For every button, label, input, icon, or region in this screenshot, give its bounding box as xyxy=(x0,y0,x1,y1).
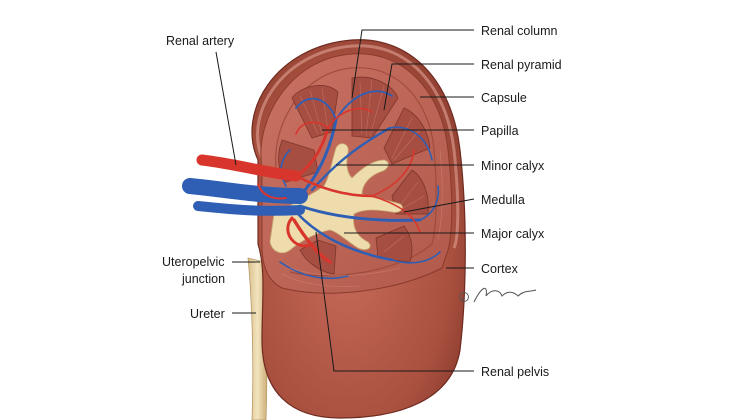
cortex-texture xyxy=(281,149,443,287)
artist-signature: c xyxy=(459,287,537,303)
svg-text:c: c xyxy=(462,296,465,303)
leader-lines xyxy=(215,29,475,372)
label-major-calyx: Major calyx xyxy=(481,227,545,241)
renal-arteries xyxy=(196,107,421,264)
label-medulla: Medulla xyxy=(481,193,525,207)
label-cortex: Cortex xyxy=(481,262,519,276)
label-junction: junction xyxy=(181,272,225,286)
label-ureter: Ureter xyxy=(190,307,225,321)
label-renal-artery: Renal artery xyxy=(166,34,235,48)
label-uteropelvic: Uteropelvic xyxy=(162,255,225,269)
label-renal-pelvis: Renal pelvis xyxy=(481,365,549,379)
label-papilla: Papilla xyxy=(481,124,519,138)
label-capsule: Capsule xyxy=(481,91,527,105)
label-minor-calyx: Minor calyx xyxy=(481,159,545,173)
renal-veins xyxy=(182,90,441,280)
label-renal-column: Renal column xyxy=(481,24,557,38)
label-renal-pyramid: Renal pyramid xyxy=(481,58,562,72)
